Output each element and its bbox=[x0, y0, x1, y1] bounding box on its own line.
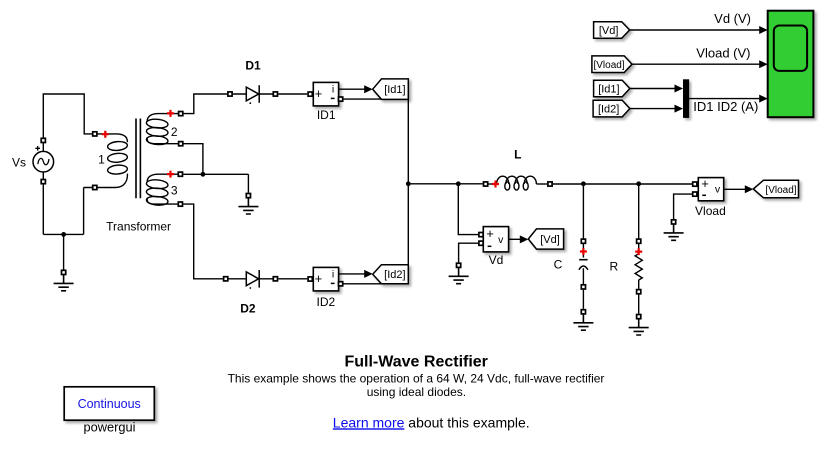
svg-text:D2: D2 bbox=[240, 302, 256, 316]
svg-text:[Vload]: [Vload] bbox=[765, 185, 796, 196]
svg-text:+: + bbox=[486, 226, 494, 241]
svg-text:[Vload]: [Vload] bbox=[593, 60, 624, 71]
svg-text:+: + bbox=[701, 176, 709, 191]
svg-text:[Vd]: [Vd] bbox=[599, 25, 619, 37]
svg-text:v: v bbox=[498, 234, 504, 246]
svg-text:L: L bbox=[514, 148, 521, 162]
svg-text:v: v bbox=[715, 184, 721, 196]
svg-text:+: + bbox=[315, 86, 323, 101]
svg-text:Vload (V): Vload (V) bbox=[696, 45, 750, 60]
svg-text:3: 3 bbox=[171, 183, 178, 197]
svg-text:D1: D1 bbox=[245, 59, 261, 73]
svg-text:i: i bbox=[332, 268, 334, 280]
svg-text:Vd: Vd bbox=[489, 253, 504, 267]
svg-text:2: 2 bbox=[171, 125, 178, 139]
svg-text:Continuous: Continuous bbox=[78, 397, 141, 411]
svg-text:[Id2]: [Id2] bbox=[598, 104, 619, 116]
svg-text:powergui: powergui bbox=[84, 420, 136, 435]
svg-text:Vs: Vs bbox=[12, 156, 26, 170]
svg-text:i: i bbox=[332, 83, 334, 95]
svg-text:R: R bbox=[609, 260, 618, 274]
svg-text:[Id1]: [Id1] bbox=[598, 83, 619, 95]
svg-text:ID1 ID2 (A): ID1 ID2 (A) bbox=[693, 99, 758, 114]
svg-text:Vd (V): Vd (V) bbox=[714, 11, 751, 26]
svg-text:using ideal diodes.: using ideal diodes. bbox=[367, 385, 466, 399]
svg-text:Vload: Vload bbox=[695, 204, 726, 218]
svg-text:ID2: ID2 bbox=[317, 295, 336, 309]
svg-text:This example shows the operati: This example shows the operation of a 64… bbox=[228, 371, 605, 385]
svg-text:ID1: ID1 bbox=[317, 108, 336, 122]
svg-text:C: C bbox=[554, 258, 563, 272]
svg-text:[Id1]: [Id1] bbox=[384, 84, 405, 96]
svg-text:[Vd]: [Vd] bbox=[540, 234, 560, 246]
svg-text:+: + bbox=[315, 271, 323, 286]
svg-text:1: 1 bbox=[98, 152, 105, 166]
svg-text:Transformer: Transformer bbox=[106, 220, 171, 234]
svg-text:[Id2]: [Id2] bbox=[384, 269, 405, 281]
svg-text:Full-Wave Rectifier: Full-Wave Rectifier bbox=[344, 354, 487, 371]
svg-text:Learn more about this example.: Learn more about this example. bbox=[333, 414, 530, 430]
